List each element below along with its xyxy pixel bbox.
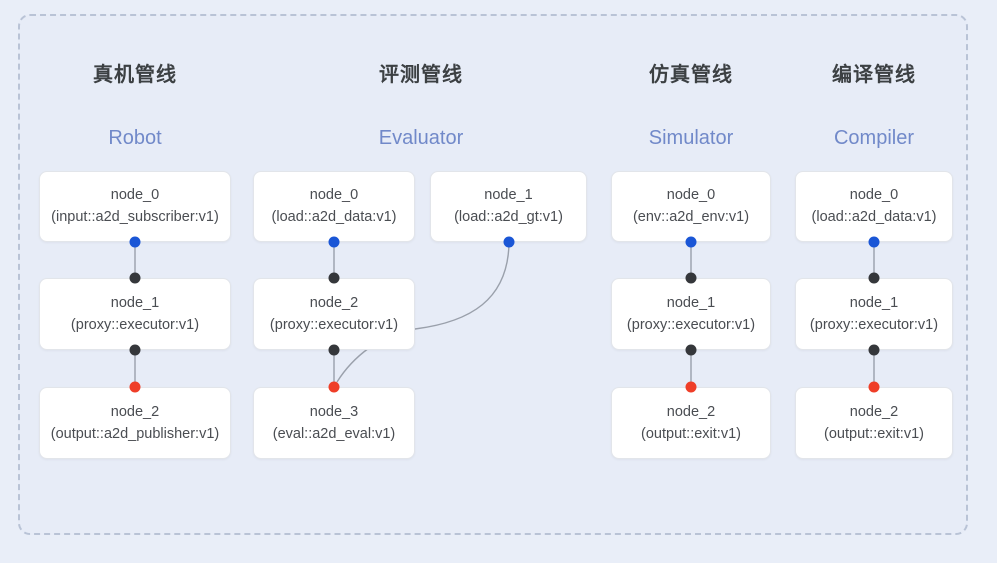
node-label-type: (proxy::executor:v1) [809, 316, 939, 333]
node-label-type: (proxy::executor:v1) [70, 316, 200, 333]
node-label-type: (output::exit:v1) [641, 425, 741, 442]
node-compiler-0[interactable]: node_0 (load::a2d_data:v1) [795, 171, 953, 242]
port-input-evaluator-3[interactable] [328, 381, 340, 393]
port-input-robot-2[interactable] [129, 381, 141, 393]
port-output-compiler-1[interactable] [868, 344, 880, 356]
node-label-name: node_1 [110, 294, 160, 311]
port-input-evaluator-2[interactable] [328, 272, 340, 284]
node-label-type: (env::a2d_env:v1) [632, 209, 750, 225]
node-label-type: (load::a2d_data:v1) [271, 209, 397, 225]
node-label-type: (output::a2d_publisher:v1) [50, 425, 220, 442]
port-input-simulator-2[interactable] [685, 381, 697, 393]
port-output-robot-0[interactable] [129, 236, 141, 248]
node-label-name: node_2 [110, 403, 160, 420]
node-label-type: (eval::a2d_eval:v1) [272, 425, 396, 442]
node-label-name: node_0 [309, 187, 359, 203]
port-input-compiler-1[interactable] [868, 272, 880, 284]
node-robot-0[interactable]: node_0 (input::a2d_subscriber:v1) [39, 171, 231, 242]
node-label-type: (load::a2d_gt:v1) [454, 209, 563, 225]
node-robot-2[interactable]: node_2 (output::a2d_publisher:v1) [39, 387, 231, 459]
node-simulator-1[interactable]: node_1 (proxy::executor:v1) [611, 278, 771, 350]
node-label-type: (output::exit:v1) [824, 425, 924, 442]
node-compiler-2[interactable]: node_2 (output::exit:v1) [795, 387, 953, 459]
node-evaluator-3[interactable]: node_3 (eval::a2d_eval:v1) [253, 387, 415, 459]
port-output-compiler-0[interactable] [868, 236, 880, 248]
node-label-name: node_1 [849, 294, 899, 311]
port-input-robot-1[interactable] [129, 272, 141, 284]
node-label-name: node_2 [849, 403, 899, 420]
node-compiler-1[interactable]: node_1 (proxy::executor:v1) [795, 278, 953, 350]
port-input-simulator-1[interactable] [685, 272, 697, 284]
node-label-type: (proxy::executor:v1) [269, 316, 399, 333]
port-input-compiler-2[interactable] [868, 381, 880, 393]
port-output-evaluator-0[interactable] [328, 236, 340, 248]
node-label-name: node_0 [849, 187, 899, 203]
port-output-simulator-1[interactable] [685, 344, 697, 356]
node-simulator-2[interactable]: node_2 (output::exit:v1) [611, 387, 771, 459]
node-label-type: (proxy::executor:v1) [626, 316, 756, 333]
port-output-robot-1[interactable] [129, 344, 141, 356]
node-label-type: (load::a2d_data:v1) [811, 209, 937, 225]
node-evaluator-2[interactable]: node_2 (proxy::executor:v1) [253, 278, 415, 350]
node-label-name: node_2 [666, 403, 716, 420]
node-simulator-0[interactable]: node_0 (env::a2d_env:v1) [611, 171, 771, 242]
port-output-simulator-0[interactable] [685, 236, 697, 248]
node-label-name: node_0 [110, 187, 160, 203]
node-evaluator-0[interactable]: node_0 (load::a2d_data:v1) [253, 171, 415, 242]
node-robot-1[interactable]: node_1 (proxy::executor:v1) [39, 278, 231, 350]
node-label-name: node_2 [309, 294, 359, 311]
node-label-name: node_1 [484, 187, 533, 203]
port-output-evaluator-2[interactable] [328, 344, 340, 356]
node-label-name: node_3 [309, 403, 359, 420]
node-label-type: (input::a2d_subscriber:v1) [51, 209, 219, 225]
port-output-evaluator-1[interactable] [503, 236, 515, 248]
node-evaluator-1[interactable]: node_1 (load::a2d_gt:v1) [430, 171, 587, 242]
node-label-name: node_1 [666, 294, 716, 311]
node-label-name: node_0 [666, 187, 716, 203]
